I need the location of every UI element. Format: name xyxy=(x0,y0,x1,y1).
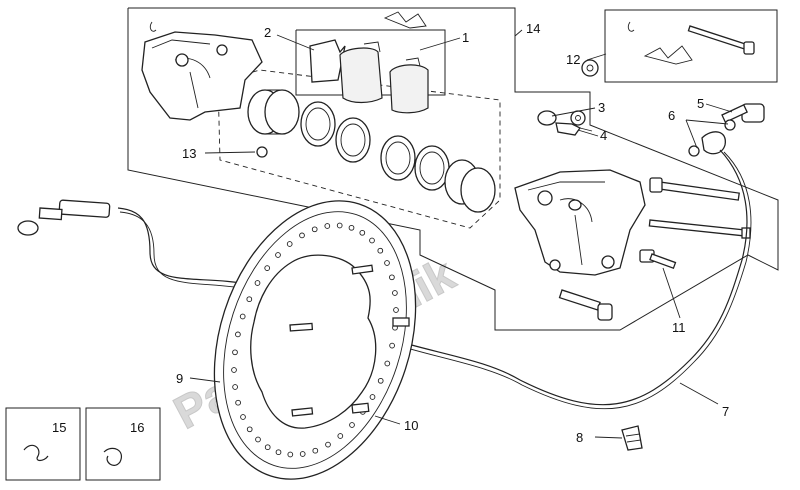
disc-vent-hole xyxy=(393,307,399,313)
disc-vent-hole xyxy=(337,433,344,439)
disc-vent-hole xyxy=(299,451,306,457)
piston-right xyxy=(444,159,496,213)
banjo-bolt xyxy=(721,103,765,124)
disc-vent-hole xyxy=(275,449,282,456)
group-15-box xyxy=(5,407,81,481)
disc-vent-hole xyxy=(389,342,395,349)
pad-group-dashed-outline xyxy=(217,69,501,229)
disc-vent-hole xyxy=(246,426,253,433)
callout-9: 9 xyxy=(176,371,183,386)
disc-vent-hole xyxy=(246,296,253,303)
disc-vent-hole xyxy=(240,414,246,420)
disc-vent-hole xyxy=(392,290,398,296)
disc-vent-hole xyxy=(232,349,238,356)
leader-lines xyxy=(189,29,733,439)
disc-vent-hole xyxy=(349,422,355,428)
callout-10: 10 xyxy=(404,418,418,433)
brake-pad-left xyxy=(339,41,383,104)
callout-16: 16 xyxy=(130,420,144,435)
disc-vent-hole xyxy=(377,377,384,384)
mounting-bolt-11 xyxy=(639,249,677,270)
group-16-box xyxy=(85,407,161,481)
callout-6: 6 xyxy=(668,108,675,123)
callout-8: 8 xyxy=(576,430,583,445)
callout-5: 5 xyxy=(697,96,704,111)
callout-7: 7 xyxy=(722,404,729,419)
mounting-bolt-lower xyxy=(558,289,613,321)
disc-vent-hole xyxy=(232,384,238,390)
pad-spring xyxy=(309,39,346,83)
copper-washer-a xyxy=(724,119,736,131)
disc-vent-hole xyxy=(275,252,281,258)
group-12-box xyxy=(604,9,778,83)
disc-vent-hole xyxy=(255,436,261,443)
disc-vent-hole xyxy=(384,260,390,266)
disc-vent-hole xyxy=(359,229,366,236)
washer-13 xyxy=(256,146,268,158)
callout-15: 15 xyxy=(52,420,66,435)
disc-vent-hole xyxy=(389,274,395,281)
disc-vent-hole xyxy=(299,232,305,239)
disc-vent-hole xyxy=(369,394,376,400)
disc-vent-hole xyxy=(286,241,293,247)
group-1-outline xyxy=(295,29,446,96)
caliper-half-right xyxy=(514,169,646,276)
disc-vent-hole xyxy=(311,226,318,233)
disc-vent-hole xyxy=(324,223,331,229)
disc-vent-hole xyxy=(235,399,241,406)
hose-end-fitting xyxy=(17,199,111,236)
brake-pad-right xyxy=(389,57,429,114)
copper-washer-b xyxy=(688,145,700,157)
callout-1: 1 xyxy=(462,30,469,45)
disc-vent-hole xyxy=(377,247,384,254)
disc-vent-hole xyxy=(239,313,246,320)
callout-2: 2 xyxy=(264,25,271,40)
callout-12: 12 xyxy=(566,52,580,67)
disc-bolt xyxy=(289,264,410,417)
retaining-pin-16 xyxy=(103,447,122,466)
disc-vent-hole xyxy=(231,367,237,373)
caliper-half-left xyxy=(141,31,263,121)
retaining-pin-15 xyxy=(23,444,49,462)
bleed-screw xyxy=(555,122,593,136)
hose-banjo xyxy=(701,131,726,155)
callout-11: 11 xyxy=(672,320,686,335)
disc-vent-hole xyxy=(384,360,391,367)
callout-4: 4 xyxy=(600,128,607,143)
kit-12-contents xyxy=(627,21,755,65)
brake-disc xyxy=(213,200,417,480)
disc-vent-hole xyxy=(325,441,331,448)
disc-vent-hole xyxy=(254,280,261,286)
caliper-bolt-upper xyxy=(649,177,740,201)
disc-vent-hole xyxy=(348,224,355,231)
disc-vent-hole xyxy=(235,331,241,338)
callout-3: 3 xyxy=(598,100,605,115)
gear-icon xyxy=(570,59,599,126)
disc-vent-hole xyxy=(369,237,375,244)
callout-13: 13 xyxy=(182,146,196,161)
kit-1-pins xyxy=(149,11,427,32)
pad-clip-8 xyxy=(621,425,643,451)
bleed-cap xyxy=(537,110,557,126)
disc-vent-hole xyxy=(336,222,343,229)
caliper-bolt-lower xyxy=(648,219,751,239)
callout-14: 14 xyxy=(526,21,540,36)
disc-vent-hole xyxy=(264,444,271,451)
piston-left xyxy=(247,89,300,135)
disc-vent-hole xyxy=(312,447,319,454)
disc-vent-hole xyxy=(287,451,294,458)
disc-vent-hole xyxy=(264,265,271,271)
